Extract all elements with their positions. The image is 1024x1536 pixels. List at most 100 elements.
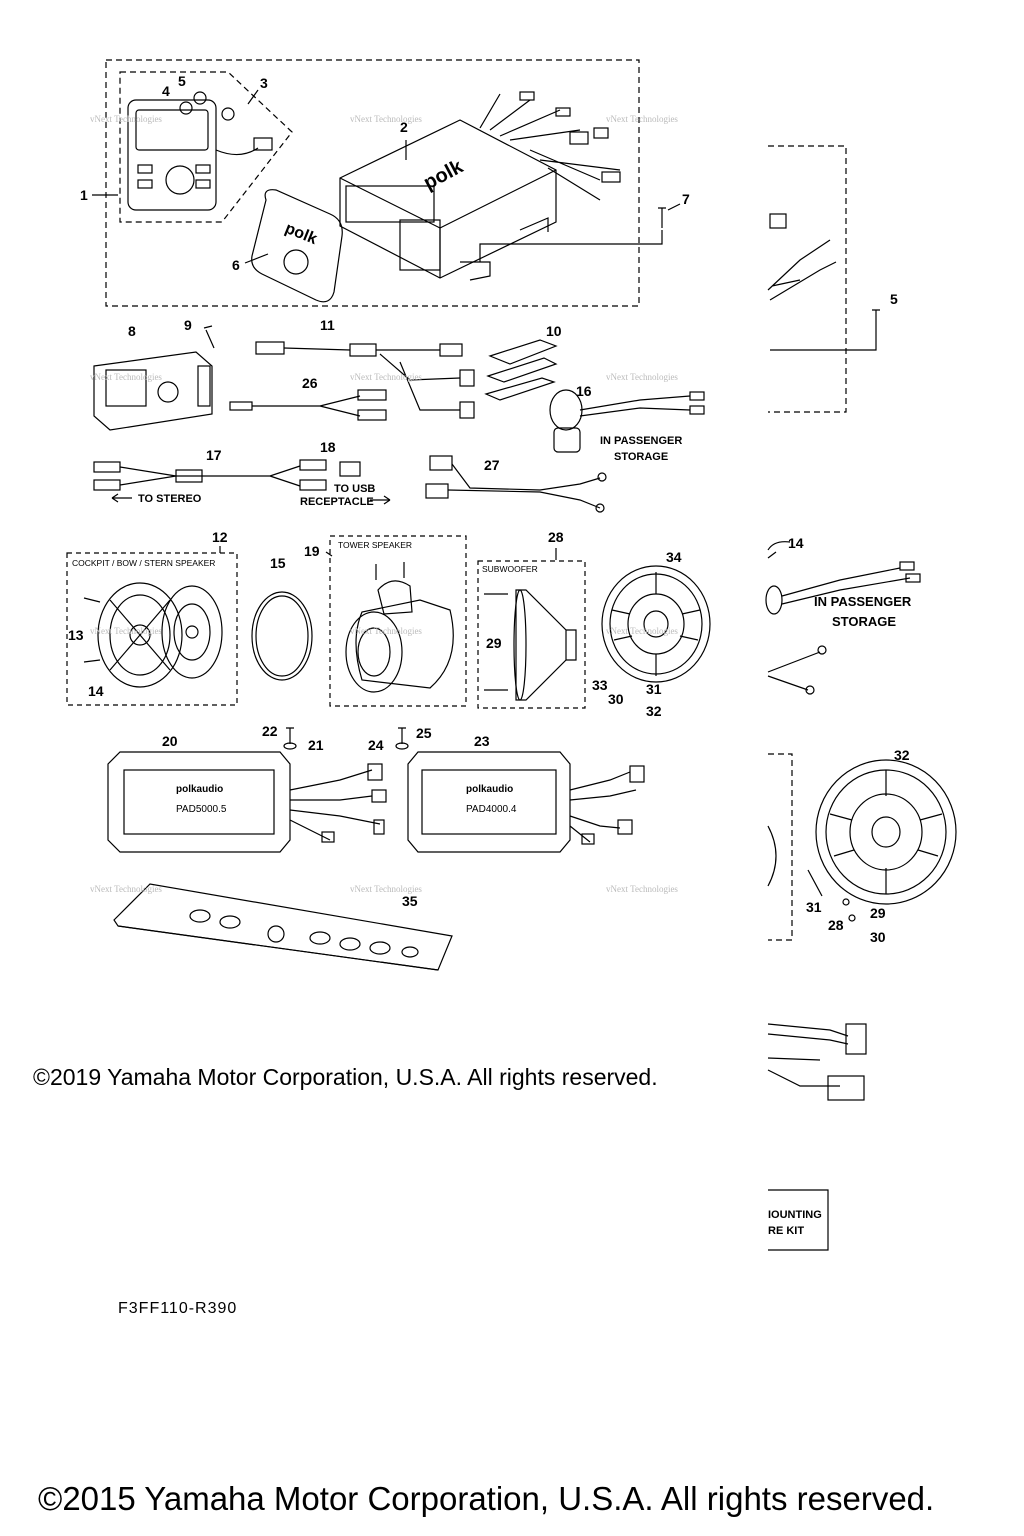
partial-leader	[770, 326, 877, 351]
label-in-passenger: IN PASSENGER	[600, 435, 682, 447]
nut-icon	[193, 91, 207, 105]
subwoofer-box	[477, 560, 586, 709]
label-in-passenger-right: IN PASSENGER	[814, 594, 912, 609]
callout-number: 2	[400, 119, 408, 135]
watermark-text: vNext Technologies	[90, 626, 162, 636]
callout-number: 20	[162, 733, 178, 749]
usb-harness	[255, 341, 475, 419]
screw-icon	[872, 309, 880, 326]
callout-number: 4	[162, 83, 170, 99]
callout-number: 3	[260, 75, 268, 91]
callout-number: 23	[474, 733, 490, 749]
arrow-left	[111, 493, 132, 503]
callout-number: 31	[646, 681, 662, 697]
callout-number: 5	[890, 291, 898, 307]
leader-line	[667, 203, 681, 211]
callout-number: 1	[80, 187, 88, 203]
amp2-brand: polkaudio	[466, 784, 513, 795]
stereo-head-unit	[127, 99, 273, 211]
callout-number: 28	[828, 917, 844, 933]
callout-number: 24	[368, 737, 384, 753]
callout-number: 34	[666, 549, 682, 565]
head-unit-kit-box	[105, 59, 640, 307]
callout-number: 8	[128, 323, 136, 339]
subwoofer	[513, 589, 577, 701]
speaker-gasket	[251, 591, 313, 681]
screw-icon	[398, 727, 406, 744]
label-receptacle: RECEPTACLE	[300, 496, 374, 508]
leader-line	[767, 551, 777, 559]
screw-icon	[658, 207, 666, 228]
nut-icon	[179, 101, 193, 115]
washer-icon	[848, 914, 856, 922]
screw-icon	[484, 593, 508, 691]
callout-number: 14	[88, 683, 104, 699]
callout-number: 35	[402, 893, 418, 909]
partial-kit-box	[768, 145, 847, 413]
callout-number: 15	[270, 555, 286, 571]
callout-number: 31	[806, 899, 822, 915]
copyright-2015: ©2015 Yamaha Motor Corporation, U.S.A. A…	[38, 1480, 935, 1517]
callout-number: 32	[894, 747, 910, 763]
tower-speaker	[345, 562, 454, 693]
screw-icon	[203, 325, 215, 349]
marine-speaker-right	[815, 759, 957, 905]
callout-number: 17	[206, 447, 222, 463]
marine-speaker	[601, 565, 711, 683]
polk-logo-cover: polk	[283, 220, 320, 248]
watermarks: vNext Technologies vNext Technologies vN…	[90, 114, 678, 894]
cockpit-speaker-box	[66, 552, 238, 706]
label-cockpit-speaker: COCKPIT / BOW / STERN SPEAKER	[72, 558, 215, 568]
polk-receiver	[339, 91, 621, 281]
screw-icon	[83, 597, 101, 663]
label-to-usb: TO USB	[334, 483, 375, 495]
leader-line	[244, 253, 269, 264]
callout-number: 12	[212, 529, 228, 545]
amp2-model: PAD4000.4	[466, 804, 517, 815]
amp1-model: PAD5000.5	[176, 804, 227, 815]
callout-number: 29	[486, 635, 502, 651]
watermark-text: vNext Technologies	[606, 884, 678, 894]
usb-receptacle	[549, 389, 705, 453]
arrow-right	[370, 495, 391, 505]
rca-cable	[229, 389, 387, 421]
stereo-cable	[93, 459, 327, 491]
watermark-text: vNext Technologies	[90, 372, 162, 382]
partial-usb-item	[765, 541, 921, 695]
watermark-text: vNext Technologies	[350, 884, 422, 894]
callout-number: 27	[484, 457, 500, 473]
washer-icon	[283, 742, 297, 750]
watermark-text: vNext Technologies	[350, 626, 422, 636]
callout-number: 19	[304, 543, 320, 559]
screw-icon	[286, 727, 294, 744]
nut-icon	[221, 107, 235, 121]
amplifier-5ch	[107, 751, 387, 853]
amp1-brand: polkaudio	[176, 784, 223, 795]
label-mounting-kit-2: RE KIT	[768, 1225, 804, 1237]
leader-line	[247, 89, 259, 105]
faceplate-kit-outline	[119, 71, 293, 223]
watermark-text: vNext Technologies	[606, 372, 678, 382]
callout-number: 22	[262, 723, 278, 739]
callout-number: 16	[576, 383, 592, 399]
label-to-stereo: TO STEREO	[138, 493, 202, 505]
watermark-text: vNext Technologies	[350, 114, 422, 124]
callout-number: 28	[548, 529, 564, 545]
label-storage: STORAGE	[614, 451, 668, 463]
label-mounting-kit-1: IOUNTING	[768, 1209, 822, 1221]
partial-connector	[769, 213, 787, 229]
partial-amp-harness	[767, 1023, 867, 1101]
callout-number: 5	[178, 73, 186, 89]
leader-line	[325, 551, 333, 557]
watermark-text: vNext Technologies	[606, 114, 678, 124]
tower-speaker-box	[329, 535, 467, 707]
callout-number: 33	[592, 677, 608, 693]
label-tower-speaker: TOWER SPEAKER	[338, 540, 412, 550]
usb-plug	[339, 461, 361, 477]
watermark-text: vNext Technologies	[350, 372, 422, 382]
label-subwoofer: SUBWOOFER	[482, 564, 538, 574]
polk-logo-receiver: polk	[420, 155, 467, 194]
connector-kit	[484, 339, 558, 401]
leader-line	[479, 230, 663, 262]
